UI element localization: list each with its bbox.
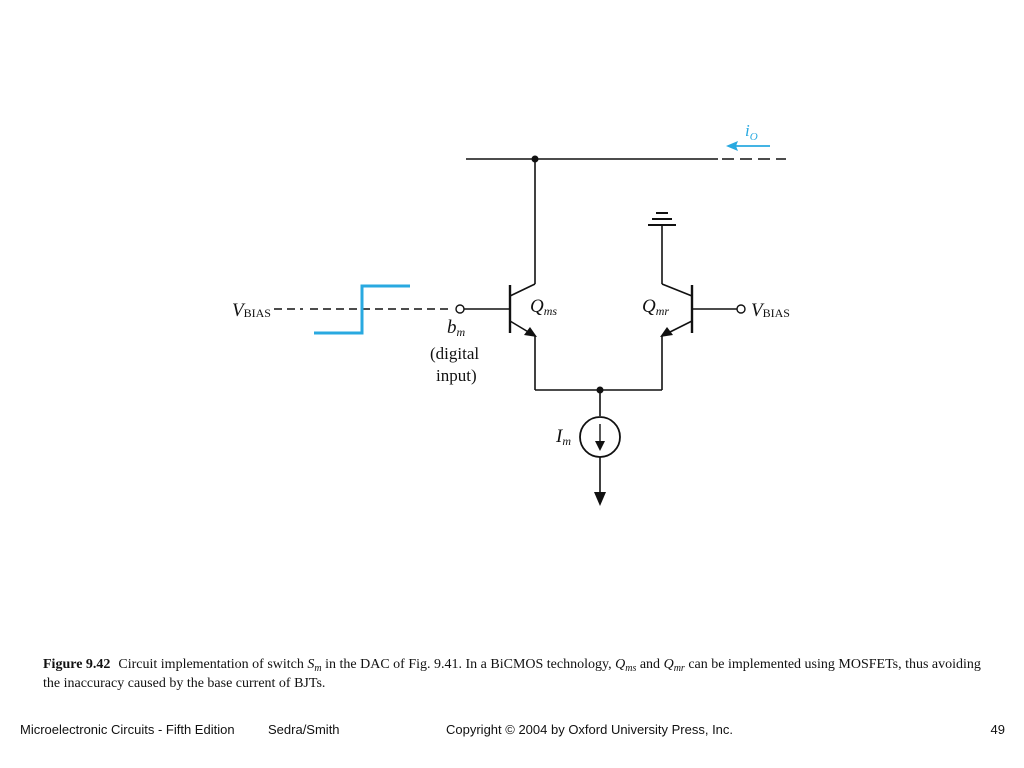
digital-label-line2: input) (436, 366, 477, 385)
io-label: iO (745, 121, 758, 143)
ground-icon (648, 212, 676, 226)
caption-text-2: in the DAC of Fig. 9.41. In a BiCMOS tec… (321, 657, 616, 672)
caption-text-3: and (636, 657, 664, 672)
circuit-diagram: iO VBIAS VBIAS Q (232, 121, 790, 506)
footer-authors: Sedra/Smith (268, 722, 340, 737)
figure-number: Figure 9.42 (43, 657, 111, 672)
bm-input-terminal (455, 304, 465, 314)
slide-footer: Microelectronic Circuits - Fifth Edition… (0, 722, 1024, 742)
caption-qms: Qms (615, 657, 637, 674)
caption-text-4: can be implemented using MOSFETs, thus a… (43, 657, 981, 691)
io-arrowhead (726, 141, 738, 151)
footer-book-title: Microelectronic Circuits - Fifth Edition (20, 722, 235, 737)
caption-sm: Sm (307, 657, 322, 674)
current-source-icon (579, 416, 621, 458)
digital-label-line1: (digital (430, 344, 479, 363)
figure-caption: Figure 9.42 Circuit implementation of swi… (43, 655, 983, 693)
im-label: Im (555, 426, 571, 448)
caption-text-1: Circuit implementation of switch (118, 657, 308, 672)
qmr-label: Qmr (642, 296, 669, 318)
qms-label: Qms (530, 296, 557, 318)
step-waveform (314, 284, 410, 335)
vbias-right-label: VBIAS (751, 300, 790, 321)
footer-page-number: 49 (990, 722, 1005, 737)
qmr-transistor (660, 225, 737, 390)
footer-copyright: Copyright © 2004 by Oxford University Pr… (446, 722, 734, 737)
caption-qmr: Qmr (663, 657, 685, 674)
vbias-left-label: VBIAS (232, 300, 271, 321)
bm-label: bm (447, 317, 466, 339)
vbias-right-terminal (736, 304, 746, 314)
output-down-arrow-icon (594, 492, 606, 506)
qms-transistor (464, 159, 537, 390)
